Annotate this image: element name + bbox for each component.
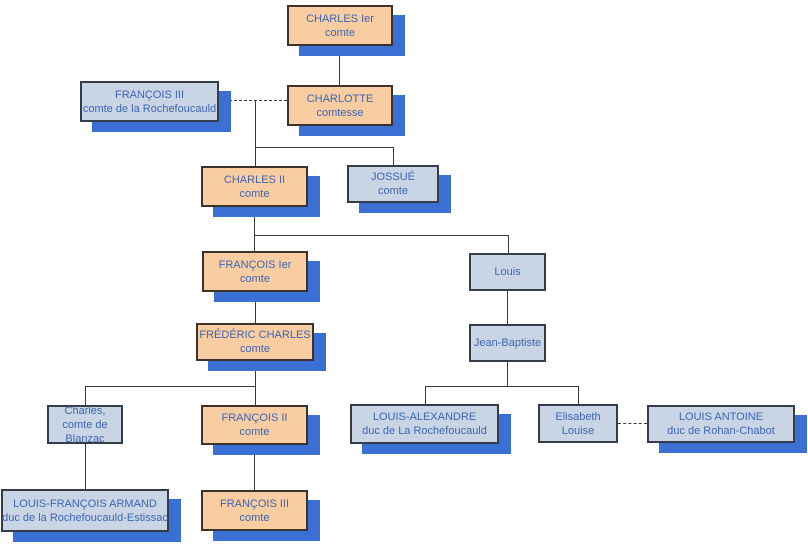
node-charlotte: CHARLOTTE comtesse [287,85,393,126]
node-name: Louis [494,266,521,278]
edge-union-to-charles-ii [255,100,256,166]
node-charles-ier: CHARLES Ier comte [287,5,393,46]
edge-frederic-charles-to-francois-ii [255,361,256,405]
edge-blanzac-to-louis-francois-armand [85,444,86,489]
node-francois-ier: FRANÇOIS Ier comte [202,251,308,292]
node-name: FRANÇOIS II [221,412,288,424]
node-name: LOUIS ANTOINE [678,411,764,423]
edge-to-elisabeth-louise [578,386,579,404]
node-subtitle: duc de Rohan-Chabot [667,425,775,437]
node-charles-ii: CHARLES II comte [201,166,308,207]
node-subtitle: comte [239,187,270,200]
node-name: CHARLES II [223,173,286,186]
edge-to-jossue [393,147,394,165]
node-name: FRANÇOIS Ier [218,258,292,271]
node-name: FRÉDÉRIC CHARLES [199,329,311,341]
node-jean-baptiste: Jean-Baptiste [469,324,546,362]
edge-union-elisabeth-louis-antoine [618,423,647,424]
edge-sibling-bar-francois-ier-louis [254,235,508,236]
node-subtitle: comtesse [316,106,364,119]
edge-charles-ii-to-francois-ier [254,207,255,251]
edge-sibling-bar-blanzac-francois-ii [85,386,255,387]
node-subtitle: comte [239,426,270,438]
node-subtitle: comte de Blanzac [62,418,108,445]
node-elisabeth-louise: Elisabeth Louise [538,404,618,443]
node-subtitle: comte [325,26,355,39]
node-subtitle: comte de la Rochefoucauld [82,102,217,115]
node-name: LOUIS-FRANÇOIS ARMAND [13,497,157,510]
edge-francois-ier-to-frederic-charles [255,292,256,323]
node-jossue: JOSSUÉ comte [347,165,439,203]
node-louis: Louis [469,253,546,291]
edge-sibling-bar-alexandre-elisabeth [425,386,578,387]
edge-to-louis-alexandre [425,386,426,404]
edge-louis-to-jean-baptiste [507,291,508,324]
edge-jean-baptiste-down [507,362,508,386]
node-name: FRANÇOIS III [114,88,185,101]
node-subtitle: comte [239,511,270,524]
node-name: Charles, [64,404,106,417]
node-louis-antoine: LOUIS ANTOINE duc de Rohan-Chabot [647,405,795,443]
node-louis-alexandre: LOUIS-ALEXANDRE duc de La Rochefoucauld [350,404,499,444]
edge-sibling-bar-charles-ii-jossue [255,147,393,148]
edge-charles-ier-charlotte [339,46,340,85]
node-name: JOSSUÉ [370,171,415,183]
edge-to-louis [508,235,509,253]
node-francois-iii-2: FRANÇOIS III comte [201,490,308,531]
node-subtitle: comte [240,272,270,285]
node-subtitle: duc de la Rochefoucauld-Estissac [2,511,168,524]
node-charles-blanzac: Charles, comte de Blanzac [47,404,123,445]
node-name: CHARLOTTE [306,92,374,105]
node-name: Elisabeth Louise [555,410,601,437]
edge-union-francois-iii-charlotte [219,100,287,101]
edge-to-charles-blanzac [85,386,86,405]
node-name: LOUIS-ALEXANDRE [372,411,477,423]
node-louis-francois-armand: LOUIS-FRANÇOIS ARMAND duc de la Rochefou… [1,489,169,532]
node-subtitle: comte [378,185,408,197]
node-name: CHARLES Ier [306,12,374,25]
node-subtitle: duc de La Rochefoucauld [362,425,487,437]
node-francois-iii: FRANÇOIS III comte de la Rochefoucauld [80,81,219,122]
node-subtitle: comte [240,343,270,355]
node-frederic-charles: FRÉDÉRIC CHARLES comte [196,323,314,361]
node-name: FRANÇOIS III [219,497,290,510]
node-francois-ii: FRANÇOIS II comte [201,405,308,445]
edge-francois-ii-to-francois-iii [254,445,255,490]
node-name: Jean-Baptiste [473,337,542,349]
